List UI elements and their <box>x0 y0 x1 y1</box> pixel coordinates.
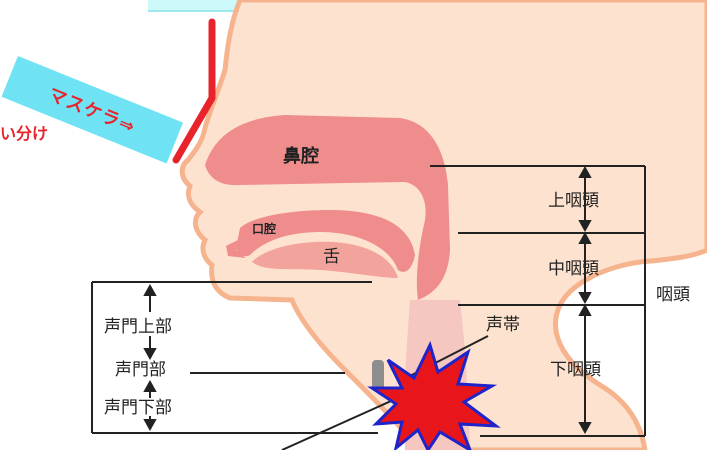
label-glottis: 声門部 <box>115 360 166 380</box>
nasal-cavity-shape <box>205 115 450 300</box>
pharynx-arrows <box>578 165 592 435</box>
label-epipharynx: 上咽頭 <box>548 191 599 211</box>
side-note: い分け <box>0 124 49 143</box>
cartilage <box>372 360 384 390</box>
label-supraglottis: 声門上部 <box>104 317 172 337</box>
label-subglottis: 声門下部 <box>104 398 172 418</box>
larynx-arrows <box>143 283 157 432</box>
label-pharynx: 咽頭 <box>656 285 690 305</box>
larynx-bracket <box>91 281 378 434</box>
oral-cavity-shape <box>236 210 415 272</box>
label-nasal-cavity: 鼻腔 <box>283 145 319 167</box>
label-oral-cavity: 口腔 <box>252 221 276 236</box>
profile-line <box>172 18 216 164</box>
lips-shape <box>226 238 246 258</box>
pharynx-brackets <box>430 165 646 437</box>
label-hypopharynx: 下咽頭 <box>550 360 601 380</box>
label-mesopharynx: 中咽頭 <box>548 259 599 279</box>
label-vocal-cords: 声帯 <box>486 315 520 335</box>
tongue-shape <box>252 241 398 278</box>
irritation-burst-icon <box>367 340 501 450</box>
label-tongue: 舌 <box>323 247 340 267</box>
